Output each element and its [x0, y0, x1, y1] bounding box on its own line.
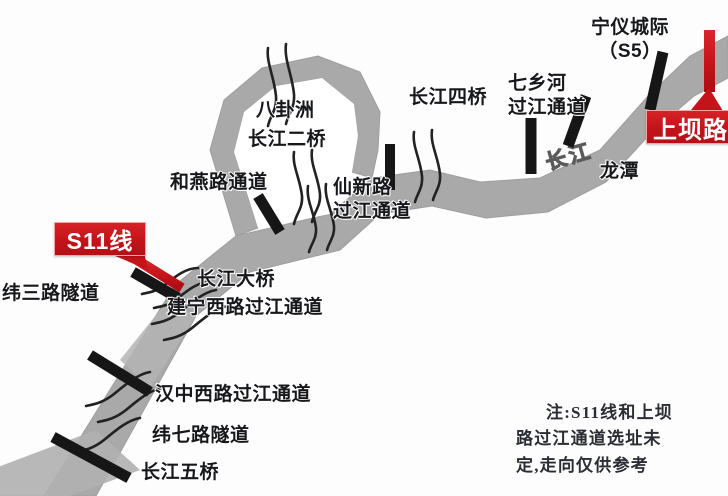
- bridge-bar-hanzhongxilu: [87, 350, 153, 397]
- badge-s11-line[interactable]: S11线: [54, 222, 146, 256]
- tunnel-marker-weiqilu-b: [96, 386, 164, 424]
- river-west-branch: [120, 300, 196, 388]
- map-note: 注:S11线和上坝 路过江通道选址未 定,走向仅供参考: [516, 400, 716, 479]
- label-changjiang-fifth-bridge: 长江五桥: [141, 462, 220, 483]
- label-xianxinlu-crossing: 仙新路 过江通道: [333, 177, 412, 222]
- shangbalu-leader-pointer: [686, 88, 726, 116]
- bridge-bar-changjiang-daqiao: [130, 267, 181, 303]
- tunnel-marker-midriver-b: [430, 128, 442, 202]
- river-southwest-mouth: [0, 430, 140, 496]
- label-changjiang-second-bridge: 长江二桥: [248, 129, 327, 150]
- tunnel-marker-bagua-south-a: [292, 150, 304, 226]
- label-changjiang-daqiao: 长江大桥: [197, 269, 276, 290]
- river-north-arm-baguazhou: [209, 55, 381, 237]
- badge-shangbalu[interactable]: 上坝路: [646, 110, 728, 144]
- tunnel-marker-weisanlu-a: [140, 266, 200, 296]
- note-line-2: 路过江通道选址未: [516, 429, 662, 449]
- planned-bar-shangbalu: [704, 30, 715, 92]
- tunnel-marker-weiqilu-a: [84, 370, 152, 408]
- note-line-3: 定,走向仅供参考: [516, 455, 649, 475]
- label-hanzhongxilu-crossing: 汉中西路过江通道: [155, 384, 312, 405]
- tunnel-marker-midriver-a: [412, 130, 424, 204]
- planned-crossings-red: [100, 30, 726, 293]
- label-qixianghe-crossing: 七乡河 过江通道: [508, 73, 587, 118]
- label-baguazhou: 八卦洲: [256, 100, 315, 121]
- bridge-bar-changjiang5: [50, 432, 132, 483]
- tunnel-marker-jianning-a: [150, 288, 218, 326]
- label-longtan: 龙潭: [600, 161, 640, 182]
- label-jianningxilu-crossing: 建宁西路过江通道: [167, 297, 324, 318]
- tunnel-marker-xianxinlu-b: [324, 182, 336, 252]
- label-heyanlu-crossing: 和燕路通道: [170, 172, 268, 193]
- label-weiqilu-tunnel: 纬七路隧道: [152, 425, 250, 446]
- tunnel-marker-bagua-south-b: [310, 148, 322, 224]
- tunnel-marker-bagua-north-b: [284, 42, 296, 126]
- bridge-bar-ningyi: [644, 50, 669, 112]
- tunnel-marker-bagua-north-a: [266, 46, 278, 128]
- label-ningyi-intercity: 宁仪城际 （S5）: [591, 17, 670, 62]
- bridge-bar-longtan: [562, 94, 592, 148]
- tunnel-marker-xianxinlu-a: [306, 184, 318, 254]
- label-changjiang-fourth-bridge: 长江四桥: [409, 87, 488, 108]
- note-line-1: 注:S11线和上坝: [546, 403, 673, 422]
- label-weisanlu-tunnel: 纬三路隧道: [2, 283, 100, 304]
- bridge-bars: [50, 50, 669, 483]
- bridge-bar-heyanlu: [253, 193, 285, 235]
- tunnel-marker-jianning-b: [162, 304, 230, 342]
